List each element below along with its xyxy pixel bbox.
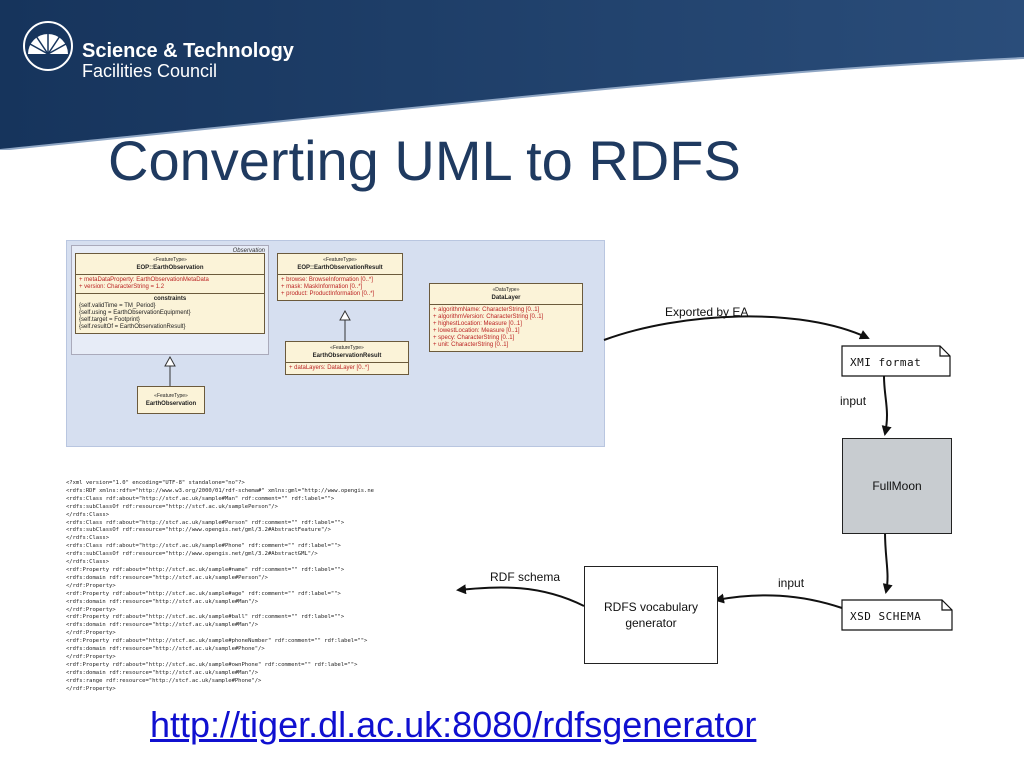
input-label-2: input [778, 576, 805, 590]
header-band: Science & Technology Facilities Council [0, 0, 1024, 150]
uml-class-eop-earth-observation-result: «FeatureType» EOP::EarthObservationResul… [277, 253, 403, 301]
class-attribute: + algorithmName: CharacterString [0..1] [433, 307, 540, 313]
constraint-line: {self.target = Footprint} [79, 317, 140, 323]
package-label: Observation [232, 248, 265, 254]
constraint-line: {self.using = EarthObservationEquipment} [79, 310, 191, 316]
class-stereotype: «FeatureType» [153, 257, 187, 263]
code-line: <rdfs:range rdf:resource="http://stcf.ac… [66, 677, 262, 684]
class-stereotype: «FeatureType» [154, 393, 188, 399]
class-stereotype: «DataType» [492, 287, 520, 293]
class-name: EarthObservation [145, 401, 197, 407]
class-attribute: + version: CharacterString = 1.2 [79, 284, 165, 290]
rdf-schema-label: RDF schema [490, 570, 561, 584]
class-attribute: + unit: CharacterString [0..1] [433, 342, 509, 348]
rdfs-generator-link[interactable]: http://tiger.dl.ac.uk:8080/rdfsgenerator [150, 704, 757, 745]
constraints-title: constraints [153, 296, 187, 302]
code-line: </rdfs:Class> [66, 535, 110, 542]
class-attribute: + specy: CharacterString [0..1] [433, 335, 515, 341]
fullmoon-box: FullMoon [842, 438, 952, 534]
constraint-line: {self.validTime = TM_Period} [79, 303, 156, 309]
generator-label-line2: generator [625, 616, 677, 630]
code-line: <rdfs:domain rdf:resource="http://stcf.a… [66, 669, 259, 676]
class-attribute: + mask: MaskInformation [0..*] [281, 284, 363, 290]
code-line: <rdfs:subClassOf rdf:resource="http://st… [66, 503, 278, 510]
fullmoon-label: FullMoon [872, 479, 922, 493]
uml-diagram: Observation «FeatureType» EOP::EarthObse… [66, 240, 605, 447]
code-line: <rdfs:domain rdf:resource="http://stcf.a… [66, 622, 259, 629]
generator-label-line1: RDFS vocabulary [603, 600, 699, 614]
class-attribute: + dataLayers: DataLayer [0..*] [289, 365, 369, 371]
code-line: <rdfs:Class rdf:about="http://stcf.ac.uk… [66, 519, 345, 526]
org-name-line1: Science & Technology [82, 40, 294, 62]
code-line: </rdf:Property> [66, 606, 116, 613]
class-name: DataLayer [491, 295, 521, 301]
class-stereotype: «FeatureType» [330, 345, 364, 351]
slide-title: Converting UML to RDFS [108, 129, 741, 192]
code-line: <rdfs:domain rdf:resource="http://stcf.a… [66, 598, 259, 605]
xsd-schema-note: XSD SCHEMA [850, 610, 922, 623]
class-name: EarthObservationResult [312, 353, 382, 359]
code-line: <rdfs:subClassOf rdf:resource="http://ww… [66, 551, 318, 558]
code-line: <rdf:Property rdf:about="http://stcf.ac.… [66, 661, 358, 668]
code-line: <rdfs:Class rdf:about="http://stcf.ac.uk… [66, 543, 341, 550]
class-name: EOP::EarthObservation [136, 265, 204, 271]
code-line: <rdfs:Class rdf:about="http://stcf.ac.uk… [66, 495, 335, 502]
code-line: <rdfs:subClassOf rdf:resource="http://ww… [66, 527, 331, 534]
org-name-line2: Facilities Council [82, 61, 218, 81]
code-line: </rdfs:Class> [66, 559, 110, 566]
code-line: <rdf:Property rdf:about="http://stcf.ac.… [66, 566, 345, 573]
code-line: </rdf:Property> [66, 653, 116, 660]
code-line: <rdf:Property rdf:about="http://stcf.ac.… [66, 590, 341, 597]
header-background [0, 0, 1024, 150]
code-line: <rdfs:domain rdf:resource="http://stcf.a… [66, 646, 265, 653]
constraint-line: {self.resultOf = EarthObservationResult} [79, 324, 186, 330]
uml-class-earth-observation: «FeatureType» EarthObservation [137, 386, 205, 414]
class-attribute: + browse: BrowseInformation [0..*] [281, 277, 373, 283]
code-line: </rdf:Property> [66, 582, 116, 589]
code-line: <rdf:Property rdf:about="http://stcf.ac.… [66, 614, 345, 621]
code-line: </rdf:Property> [66, 630, 116, 637]
code-line: </rdfs:Class> [66, 511, 110, 518]
class-name: EOP::EarthObservationResult [297, 265, 383, 271]
code-line: <rdfs:RDF xmlns:rdfs="http://www.w3.org/… [66, 487, 374, 494]
rdfs-generator-box: RDFS vocabulary generator [584, 566, 718, 664]
class-attribute: + algorithmVersion: CharacterString [0..… [433, 314, 544, 320]
class-attribute: + product: ProductInformation [0..*] [281, 291, 375, 297]
code-line: <?xml version="1.0" encoding="UTF-8" sta… [66, 480, 245, 486]
code-line: <rdfs:domain rdf:resource="http://stcf.a… [66, 574, 268, 581]
code-line: <rdf:Property rdf:about="http://stcf.ac.… [66, 638, 368, 645]
sun-rays-logo-icon [23, 21, 73, 71]
uml-class-data-layer: «DataType» DataLayer + algorithmName: Ch… [429, 283, 583, 352]
class-attribute: + highestLocation: Measure [0..1] [433, 321, 522, 327]
class-attribute: + lowestLocation: Measure [0..1] [433, 328, 520, 334]
xmi-format-note: XMI format [850, 356, 922, 369]
input-label-1: input [840, 394, 867, 408]
uml-class-eop-earth-observation: «FeatureType» EOP::EarthObservation + me… [75, 253, 265, 334]
code-line: </rdf:Property> [66, 685, 116, 692]
class-attribute: + metaDataProperty: EarthObservationMeta… [79, 277, 209, 283]
uml-class-earth-observation-result: «FeatureType» EarthObservationResult + d… [285, 341, 409, 375]
rdf-xml-listing: <?xml version="1.0" encoding="UTF-8" sta… [66, 480, 466, 692]
class-stereotype: «FeatureType» [323, 257, 357, 263]
exported-by-ea-label: Exported by EA [665, 305, 749, 319]
